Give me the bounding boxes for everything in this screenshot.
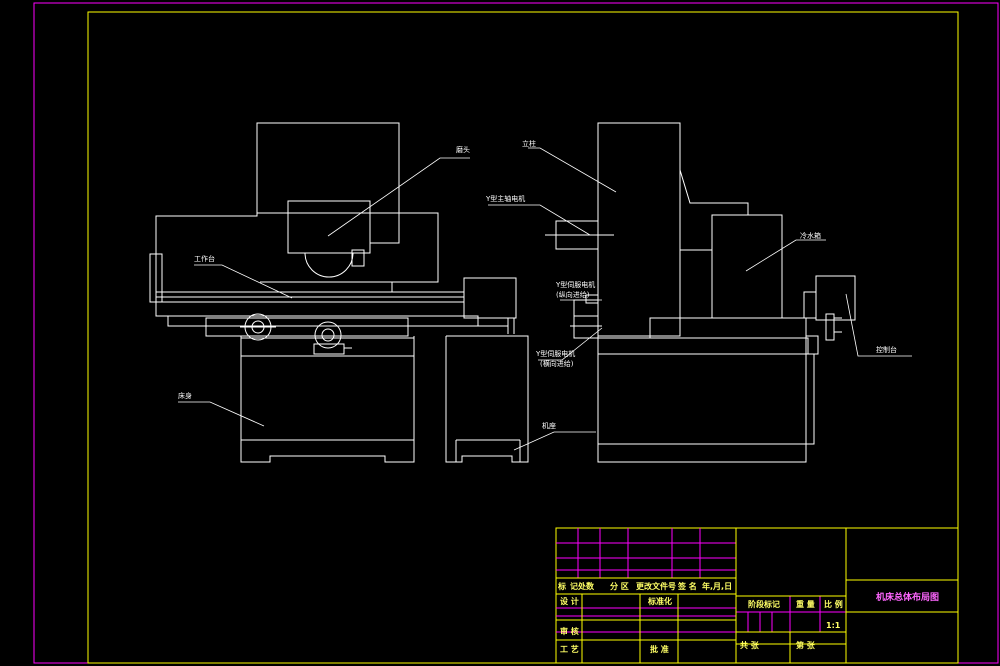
tb-col-date: 年,月,日 <box>702 581 732 591</box>
label-worktable: 工作台 <box>194 254 215 263</box>
tb-weight: 重 量 <box>796 599 815 609</box>
label-bed: 床身 <box>178 391 192 400</box>
chassis <box>445 335 529 463</box>
tb-approve: 批 准 <box>650 644 669 654</box>
title-block: 标 记处数 分 区 更改文件号 签 名 年,月,日 设 计 标准化 审 核 工 … <box>555 527 959 664</box>
tb-design: 设 计 <box>560 596 579 606</box>
bed <box>240 336 415 463</box>
tb-drawing-title: 机床总体布局图 <box>876 591 939 603</box>
grinding-head <box>155 122 439 298</box>
worktable <box>149 253 517 355</box>
label-grinding-head: 磨头 <box>456 145 470 154</box>
label-servo-motor-1: Y型伺服电机 <box>555 280 595 289</box>
tb-col-docno: 更改文件号 <box>636 581 676 591</box>
tb-col-sign: 签 名 <box>677 581 697 591</box>
tb-scale-value: 1:1 <box>826 621 841 630</box>
tb-process: 工 艺 <box>560 644 579 654</box>
label-servo-motor-2-note: (横向进给) <box>540 359 574 368</box>
control-panel <box>803 275 856 341</box>
label-spindle-motor: Y型主轴电机 <box>485 194 525 203</box>
leader-lines <box>178 147 912 451</box>
tb-standardize: 标准化 <box>647 596 672 606</box>
label-servo-motor-1-note: (纵向进给) <box>556 290 590 299</box>
tb-col-count: 记处数 <box>570 581 595 591</box>
water-tank <box>711 214 783 319</box>
tb-col-mark: 标 <box>557 581 566 591</box>
tb-col-zone: 分 区 <box>610 581 629 591</box>
machine-drawing: 磨头 立柱 Y型主轴电机 工作台 Y型伺服电机 (纵向进给) Y型伺服电机 (横… <box>149 122 912 463</box>
tb-stage-mark: 阶段标记 <box>748 599 780 609</box>
label-chassis: 机座 <box>542 421 556 430</box>
tb-review: 审 核 <box>560 626 579 636</box>
right-base <box>570 294 819 463</box>
inner-frame <box>87 11 959 664</box>
tb-sheet-total: 共 张 <box>740 640 760 650</box>
tb-scale: 比 例 <box>824 599 843 609</box>
label-servo-motor-2: Y型伺服电机 <box>535 349 575 358</box>
tb-sheet-no: 第 张 <box>796 640 816 650</box>
label-water-tank: 冷水箱 <box>800 231 821 240</box>
label-column: 立柱 <box>522 139 536 148</box>
label-control-panel: 控制台 <box>876 345 897 354</box>
